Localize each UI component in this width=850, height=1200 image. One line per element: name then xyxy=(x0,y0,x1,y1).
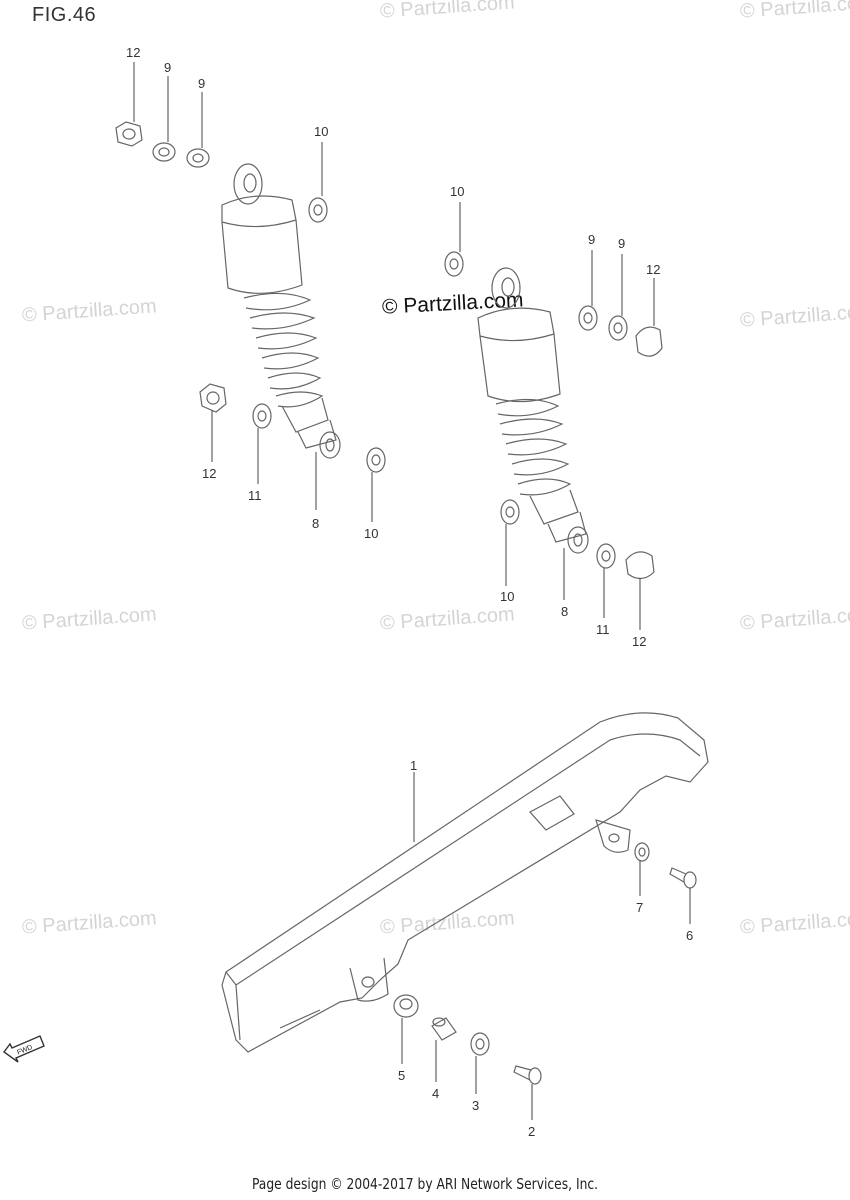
cap-nut-12-right-bottom[interactable] xyxy=(625,551,655,580)
callout-10: 10 xyxy=(314,124,328,139)
callout-12: 12 xyxy=(632,634,646,649)
callout-8: 8 xyxy=(312,516,319,531)
callout-5: 5 xyxy=(398,1068,405,1083)
callout-11: 11 xyxy=(248,488,262,503)
callout-2: 2 xyxy=(528,1124,535,1139)
left-shock-spring xyxy=(243,292,324,408)
callout-11: 11 xyxy=(596,622,610,637)
washer-3[interactable] xyxy=(470,1032,490,1056)
fwd-arrow-icon: FWD xyxy=(3,1035,45,1063)
callouts: 12 9 9 10 10 9 9 12 12 11 8 10 10 8 11 1… xyxy=(126,45,693,1139)
washer-9-left-a[interactable] xyxy=(152,142,176,162)
callout-12: 12 xyxy=(126,45,140,60)
washer-7[interactable] xyxy=(634,842,650,862)
grommet-5[interactable] xyxy=(393,994,419,1018)
page-footer: Page design © 2004-2017 by ARI Network S… xyxy=(251,1175,599,1193)
callout-7: 7 xyxy=(636,900,643,915)
callout-12: 12 xyxy=(202,466,216,481)
cap-nut-12-right-top[interactable] xyxy=(635,326,663,357)
washer-9-right-b[interactable] xyxy=(608,315,628,341)
washer-11-left[interactable] xyxy=(252,403,272,429)
callout-10: 10 xyxy=(364,526,378,541)
callout-12: 12 xyxy=(646,262,660,277)
callout-4: 4 xyxy=(432,1086,439,1101)
callout-8: 8 xyxy=(561,604,568,619)
washer-10-right-bottom[interactable] xyxy=(500,499,520,525)
chain-case[interactable] xyxy=(221,712,709,1053)
callout-10: 10 xyxy=(500,589,514,604)
collar-4[interactable] xyxy=(431,1017,457,1041)
washer-10-right-top[interactable] xyxy=(444,251,464,277)
nut-12-left-top[interactable] xyxy=(115,121,143,147)
washer-9-left-b[interactable] xyxy=(186,148,210,168)
right-shock-absorber[interactable] xyxy=(477,267,589,554)
bolt-2[interactable] xyxy=(513,1065,542,1085)
bolt-6[interactable] xyxy=(669,867,697,889)
nut-12-left-bottom[interactable] xyxy=(199,383,227,413)
washer-10-left-bottom[interactable] xyxy=(366,447,386,473)
left-shock-absorber[interactable] xyxy=(221,163,341,459)
callout-6: 6 xyxy=(686,928,693,943)
figure-title: FIG.46 xyxy=(32,4,97,26)
callout-9: 9 xyxy=(588,232,595,247)
callout-10: 10 xyxy=(450,184,464,199)
callout-9: 9 xyxy=(164,60,171,75)
callout-3: 3 xyxy=(472,1098,479,1113)
callout-9: 9 xyxy=(618,236,625,251)
leader-lines xyxy=(133,62,691,1120)
callout-1: 1 xyxy=(410,758,417,773)
washer-11-right[interactable] xyxy=(596,543,616,569)
callout-9: 9 xyxy=(198,76,205,91)
washer-10-left-top[interactable] xyxy=(308,197,328,223)
washer-9-right-a[interactable] xyxy=(578,305,598,331)
right-shock-spring xyxy=(495,398,572,496)
